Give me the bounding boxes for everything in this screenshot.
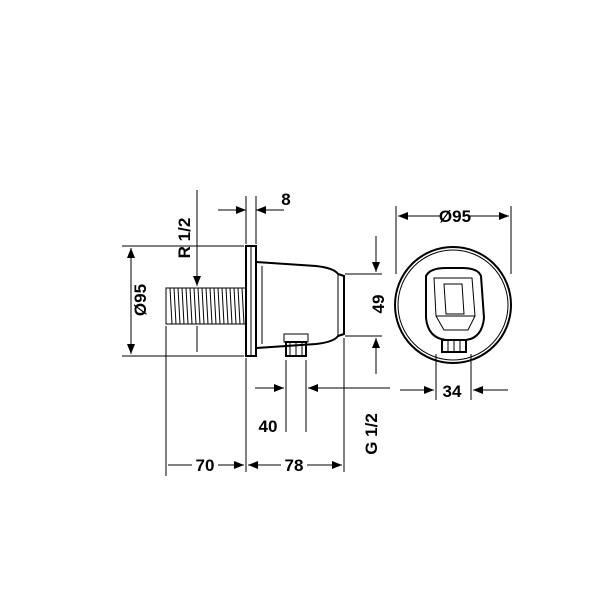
side-diameter-label: Ø95 <box>131 284 150 316</box>
dim-flange-thickness: 8 <box>218 190 291 244</box>
body-length-label: 78 <box>285 456 304 475</box>
holder-outline <box>425 267 486 341</box>
dim-rear-length: 70 70 <box>165 326 244 476</box>
dim-outlet-offset: 40 <box>245 358 390 472</box>
outlet-offset-label: 40 <box>259 417 278 436</box>
dim-body-length: 78 <box>248 454 342 475</box>
elbow-body <box>255 260 345 350</box>
dim-height: 49 <box>345 236 388 374</box>
front-rosette <box>394 246 512 364</box>
thread-r-label: R 1/2 <box>175 218 194 259</box>
height-label: 49 <box>369 295 388 314</box>
dim-holder-width: 34 <box>400 354 508 401</box>
dim-front-diameter: Ø95 <box>395 206 512 274</box>
dim-side-diameter: Ø95 <box>122 245 244 357</box>
outlet-thread-label: G 1/2 <box>362 413 381 455</box>
front-view <box>394 246 512 364</box>
threaded-pipe <box>165 287 247 325</box>
holder-width-label: 34 <box>443 382 462 401</box>
outlet-nipple <box>283 333 309 357</box>
dim-thread-r: R 1/2 <box>175 190 201 352</box>
front-diameter-label: Ø95 <box>439 207 471 226</box>
svg-text:70: 70 <box>196 456 215 475</box>
dim-outlet-thread: G 1/2 <box>343 338 381 472</box>
side-view <box>165 245 345 357</box>
flange-thickness-label: 8 <box>281 190 290 209</box>
